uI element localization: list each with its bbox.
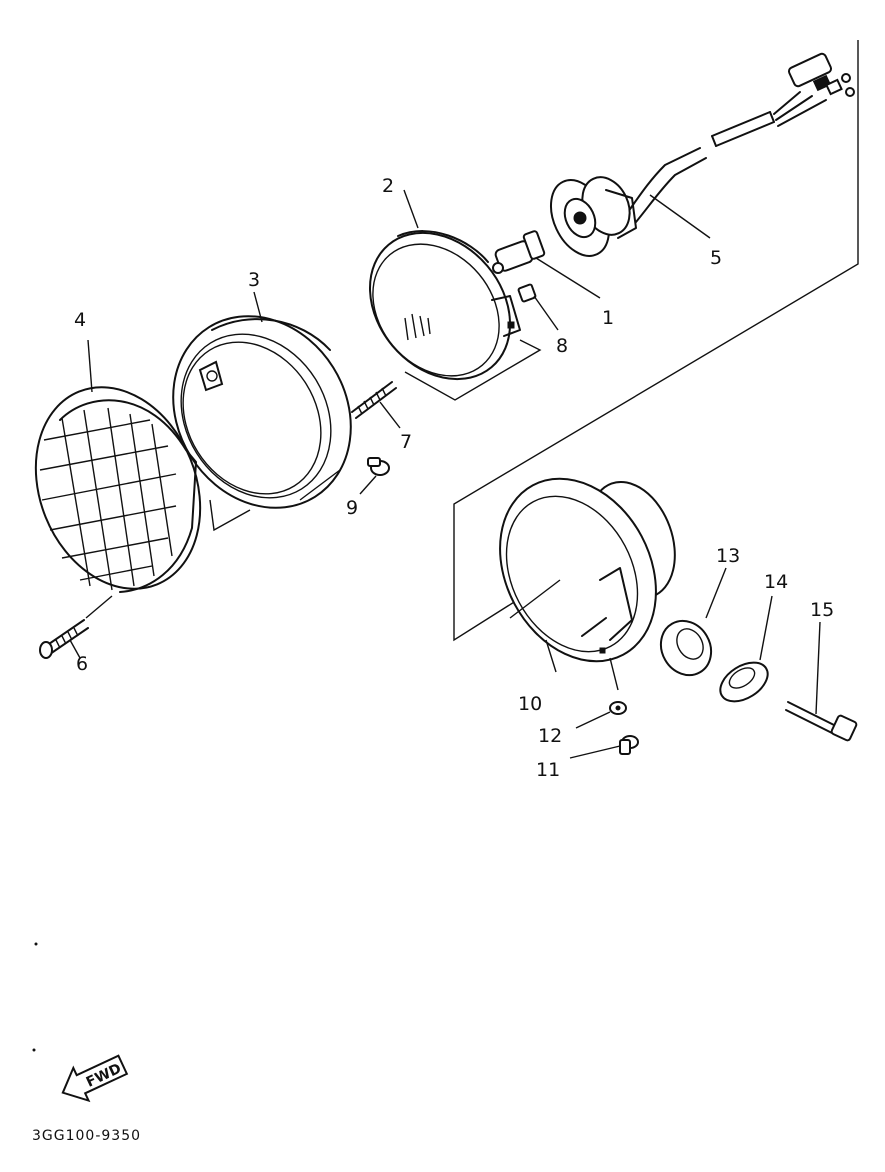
part-label-12: 12 bbox=[538, 725, 562, 747]
lens-unit-part bbox=[368, 189, 542, 401]
bolt-part-11 bbox=[569, 735, 639, 759]
socket-harness-part bbox=[549, 52, 855, 257]
part-label-9: 9 bbox=[346, 497, 358, 519]
bolt-part-15 bbox=[785, 621, 858, 742]
plate-part bbox=[719, 595, 773, 703]
stray-mark bbox=[34, 942, 38, 946]
part-label-14: 14 bbox=[764, 571, 788, 593]
part-label-10: 10 bbox=[518, 693, 542, 715]
part-label-5: 5 bbox=[710, 247, 722, 269]
assembly-bracket-line bbox=[453, 40, 859, 642]
part-label-13: 13 bbox=[716, 545, 740, 567]
nut-part-8 bbox=[517, 283, 559, 331]
part-label-15: 15 bbox=[810, 599, 834, 621]
housing-part bbox=[499, 477, 676, 691]
part-label-1: 1 bbox=[602, 307, 614, 329]
screw-part-6 bbox=[39, 595, 113, 659]
drawing-code: 3GG100-9350 bbox=[32, 1128, 141, 1144]
part-label-3: 3 bbox=[248, 269, 260, 291]
bulb-part bbox=[492, 230, 601, 299]
grille-guard-part bbox=[34, 339, 251, 593]
part-label-6: 6 bbox=[76, 653, 88, 675]
washer-part bbox=[575, 701, 627, 729]
part-label-4: 4 bbox=[74, 309, 86, 331]
screw-part-9 bbox=[359, 457, 390, 495]
stray-mark bbox=[32, 1048, 36, 1052]
part-label-7: 7 bbox=[400, 431, 412, 453]
forward-arrow-icon: FWD bbox=[61, 1054, 129, 1103]
grommet-part bbox=[659, 567, 727, 677]
part-label-8: 8 bbox=[556, 335, 568, 357]
part-label-11: 11 bbox=[536, 759, 560, 781]
part-label-2: 2 bbox=[382, 175, 394, 197]
